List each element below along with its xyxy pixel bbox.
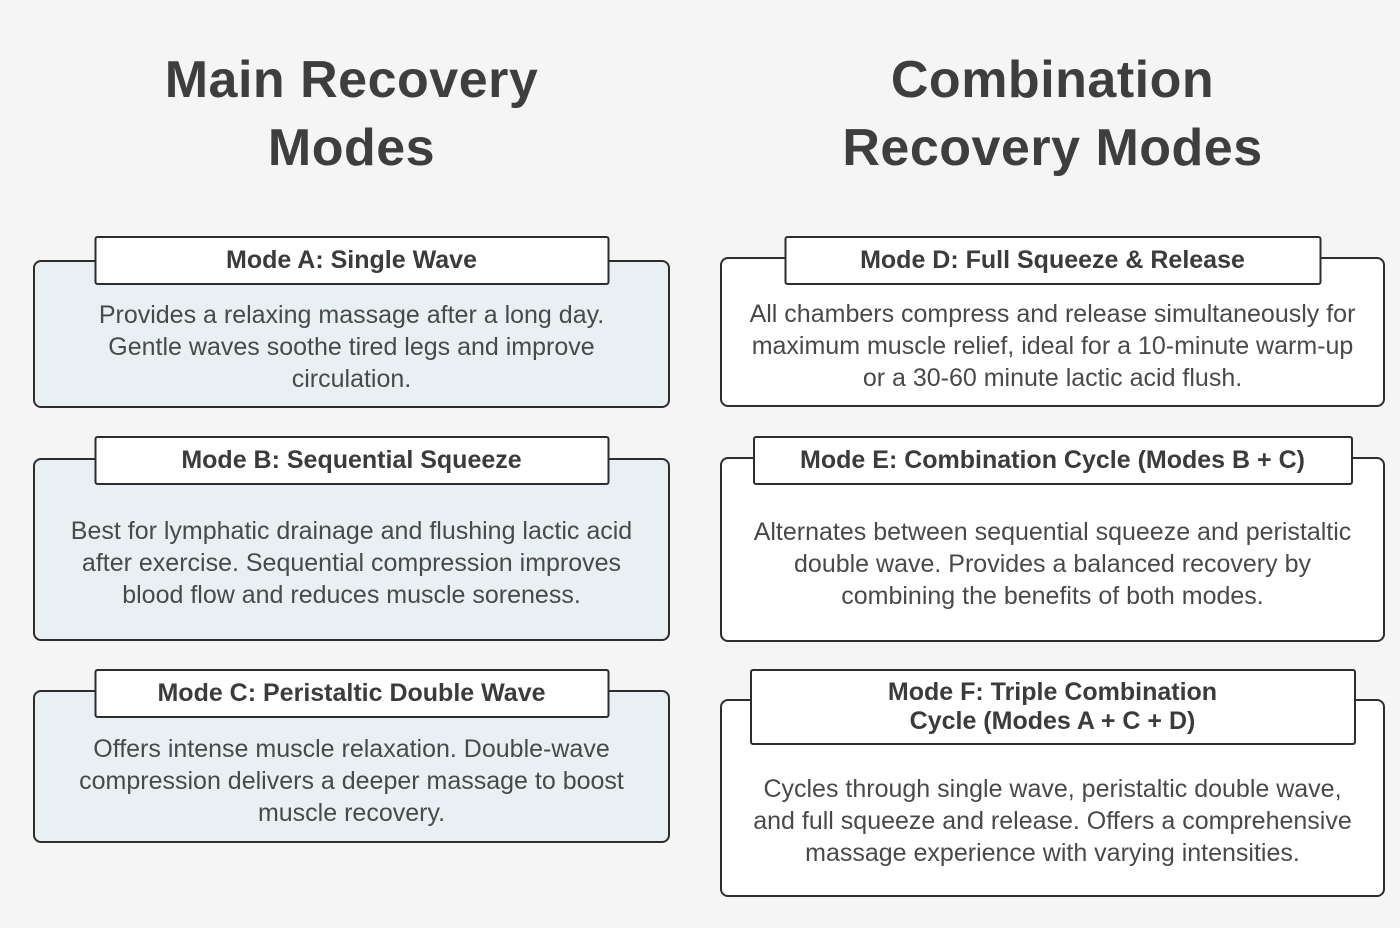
mode-c-title: Mode C: Peristaltic Double Wave <box>157 679 546 707</box>
mode-a-card: Provides a relaxing massage after a long… <box>33 236 670 408</box>
heading-line: Recovery Modes <box>842 119 1263 177</box>
mode-c-title-box: Mode C: Peristaltic Double Wave <box>94 669 609 718</box>
heading-line: Combination <box>890 51 1215 109</box>
mode-f-title-line2: Cycle (Modes A + C + D) <box>909 707 1196 735</box>
mode-b-description: Best for lymphatic drainage and flushing… <box>70 517 633 609</box>
mode-f-title: Mode F: Triple Combination <box>887 678 1218 706</box>
combination-recovery-modes-heading: Combination Recovery Modes <box>720 46 1385 182</box>
mode-a-description: Provides a relaxing massage after a long… <box>98 300 605 393</box>
mode-f-title-box: Mode F: Triple Combination Cycle (Modes … <box>749 669 1356 745</box>
mode-f-description: Cycles through single wave, peristaltic … <box>753 775 1352 867</box>
mode-e-title-box: Mode E: Combination Cycle (Modes B + C) <box>752 436 1353 485</box>
mode-e-body-box: Alternates between sequential squeeze an… <box>720 457 1385 642</box>
heading-line: Modes <box>267 119 436 177</box>
mode-e-card: Alternates between sequential squeeze an… <box>720 436 1385 642</box>
mode-d-title: Mode D: Full Squeeze & Release <box>860 246 1245 274</box>
mode-a-title-box: Mode A: Single Wave <box>94 236 609 285</box>
mode-d-title-box: Mode D: Full Squeeze & Release <box>784 236 1321 285</box>
mode-c-description: Offers intense muscle relaxation. Double… <box>79 734 624 827</box>
main-recovery-modes-heading: Main Recovery Modes <box>33 46 670 182</box>
mode-f-card: Cycles through single wave, peristaltic … <box>720 669 1385 897</box>
mode-e-description: Alternates between sequential squeeze an… <box>753 517 1352 610</box>
mode-e-title: Mode E: Combination Cycle (Modes B + C) <box>800 446 1305 474</box>
mode-d-description: All chambers compress and release simult… <box>749 300 1356 392</box>
mode-c-card: Offers intense muscle relaxation. Double… <box>33 669 670 843</box>
mode-b-body-box: Best for lymphatic drainage and flushing… <box>33 458 670 641</box>
mode-d-card: All chambers compress and release simult… <box>720 236 1385 407</box>
heading-line: Main Recovery <box>164 51 539 109</box>
mode-b-card: Best for lymphatic drainage and flushing… <box>33 436 670 641</box>
mode-b-title: Mode B: Sequential Squeeze <box>181 446 522 474</box>
mode-b-title-box: Mode B: Sequential Squeeze <box>94 436 609 485</box>
mode-a-title: Mode A: Single Wave <box>226 246 477 274</box>
